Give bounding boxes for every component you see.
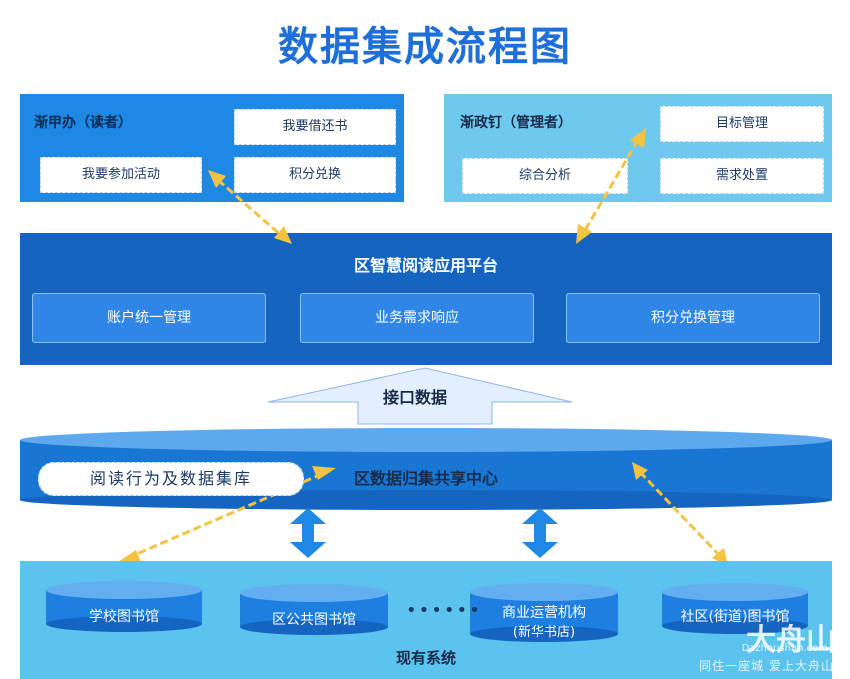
reading-store-box[interactable]: 阅读行为及数据集库 <box>38 462 304 496</box>
comprehensive-analysis-box[interactable]: 综合分析 <box>462 158 628 194</box>
platform-title: 区智慧阅读应用平台 <box>353 256 498 275</box>
reader-platform-dashed-arrow <box>217 178 283 238</box>
commercial-org-cylinder <box>470 583 618 642</box>
watermark-slogan: 同住一座城 爱上大舟山 <box>699 659 834 673</box>
store-existing-dashed-arrow <box>131 472 323 558</box>
hub-link-arrow-left <box>290 508 326 558</box>
community-library-cylinder <box>662 583 808 634</box>
commercial-org-sublabel: (新华书店) <box>512 625 576 640</box>
hub-link-arrow-right <box>522 508 558 558</box>
points-exchange-box[interactable]: 积分兑换 <box>234 157 396 193</box>
watermark-domain: Dazhoushan.com <box>741 643 828 654</box>
borrow-return-box[interactable]: 我要借还书 <box>234 109 396 145</box>
diagram-title: 数据集成流程图 <box>278 24 572 70</box>
goal-management-box[interactable]: 目标管理 <box>660 106 824 142</box>
arrowhead-2b <box>576 224 592 244</box>
arrowhead-3a <box>312 466 336 480</box>
school-library-label: 学校图书馆 <box>89 609 159 625</box>
arrowhead-1b <box>274 226 292 244</box>
hub-community-dashed-arrow <box>638 470 722 558</box>
business-response-module[interactable]: 业务需求响应 <box>300 293 534 343</box>
district-library-label: 区公共图书馆 <box>272 612 356 628</box>
arrowhead-1a <box>208 170 226 188</box>
data-hub-title: 区数据归集共享中心 <box>353 469 498 488</box>
commercial-org-label: 商业运营机构 <box>502 605 586 621</box>
manager-panel-label: 渐政钉（管理者） <box>460 115 572 131</box>
more-systems-ellipsis: •••••• <box>406 600 482 621</box>
interface-up-arrow <box>267 367 573 425</box>
arrowhead-2a <box>630 128 646 148</box>
existing-systems-label: 现有系统 <box>395 649 456 667</box>
demand-handling-box[interactable]: 需求处置 <box>660 158 824 194</box>
watermark-logo: 大舟山 <box>746 623 836 658</box>
community-library-label: 社区(街道)图书馆 <box>680 609 790 625</box>
district-library-cylinder <box>240 584 388 635</box>
points-management-module[interactable]: 积分兑换管理 <box>566 293 820 343</box>
manager-platform-dashed-arrow <box>582 139 640 233</box>
interface-data-label: 接口数据 <box>382 388 447 407</box>
reader-panel-label: 渐甲办（读者） <box>34 115 132 131</box>
school-library-cylinder <box>46 581 202 632</box>
join-activity-box[interactable]: 我要参加活动 <box>40 157 202 193</box>
arrowhead-3b <box>118 550 142 564</box>
arrowhead-4a <box>632 462 648 480</box>
account-management-module[interactable]: 账户统一管理 <box>32 293 266 343</box>
